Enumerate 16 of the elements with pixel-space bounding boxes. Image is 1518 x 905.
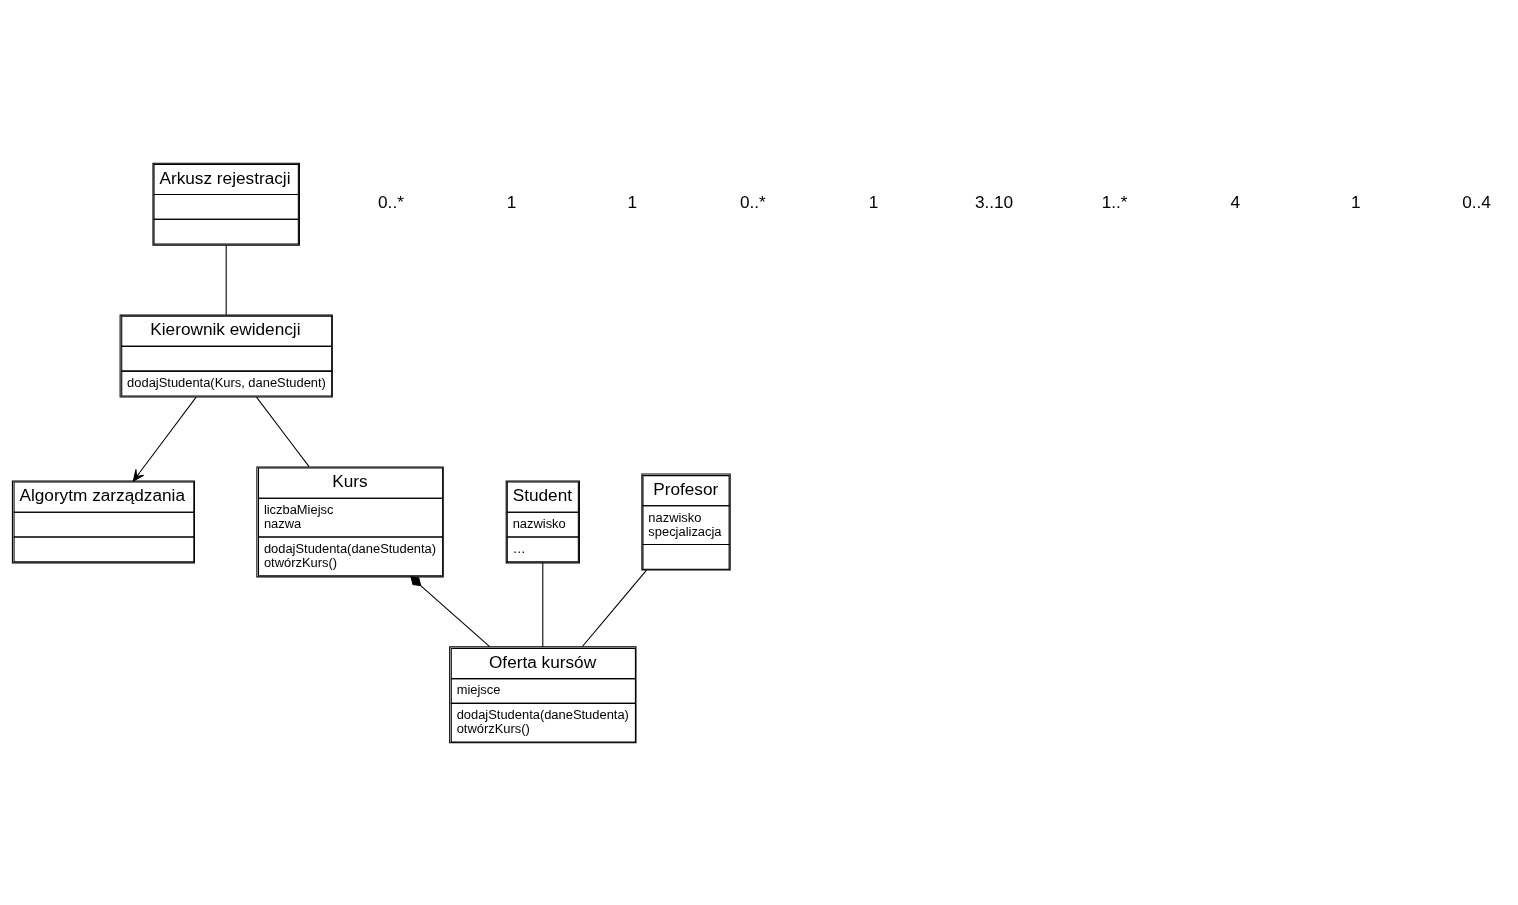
label: 1..* <box>1101 191 1128 212</box>
connector <box>225 244 227 315</box>
label: 1 <box>506 191 517 212</box>
label: 1 <box>627 191 637 212</box>
label: 1 <box>1351 191 1361 212</box>
arrow <box>132 396 197 481</box>
label: 0..* <box>739 191 766 212</box>
connector <box>542 562 544 647</box>
label: 0..4 <box>1462 191 1491 212</box>
label: 0..* <box>378 191 404 212</box>
connector <box>581 569 648 647</box>
label: 1 <box>868 191 879 212</box>
connector <box>410 575 491 647</box>
label: 4 <box>1230 191 1241 212</box>
label: 3..10 <box>974 191 1014 212</box>
connector <box>255 396 310 467</box>
